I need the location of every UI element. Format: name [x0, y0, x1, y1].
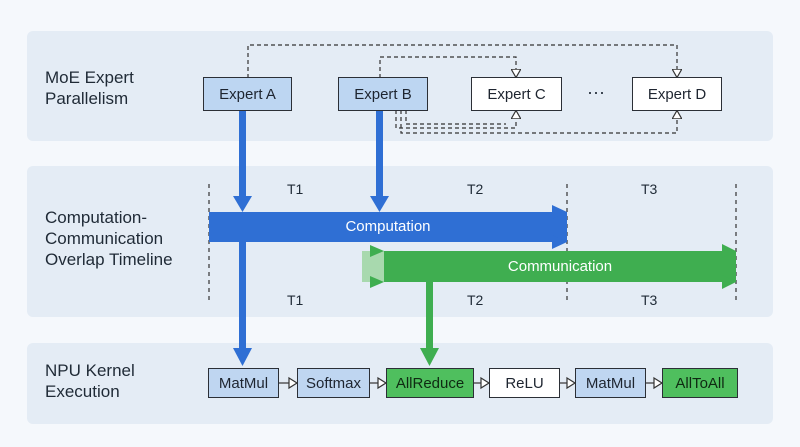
moe-section-title: MoE Expert Parallelism	[45, 68, 134, 108]
kernel-allreduce: AllReduce	[386, 368, 474, 398]
computation-label: Computation	[345, 218, 431, 235]
communication-bar	[362, 244, 736, 289]
top-label-t1: T1	[287, 181, 304, 197]
blue-down-arrows	[233, 110, 389, 366]
expert-a-box: Expert A	[203, 77, 292, 111]
expert-b-box: Expert B	[338, 77, 428, 111]
kernel-alltoall: AllToAll	[662, 368, 738, 398]
bottom-label-t1: T1	[287, 292, 304, 308]
kernel-matmul-1: MatMul	[208, 368, 279, 398]
kernel-connectors	[279, 376, 664, 390]
green-down-arrow	[420, 282, 439, 366]
kernel-matmul-2: MatMul	[575, 368, 646, 398]
expert-d-box: Expert D	[632, 77, 722, 111]
bottom-label-t2: T2	[467, 292, 484, 308]
experts-ellipsis: ···	[587, 82, 605, 102]
timeline-separators	[208, 184, 737, 303]
expert-c-box: Expert C	[471, 77, 562, 111]
kernel-relu: ReLU	[489, 368, 560, 398]
npu-section-title: NPU Kernel Execution	[45, 361, 135, 401]
kernel-softmax: Softmax	[297, 368, 370, 398]
computation-bar	[209, 205, 567, 249]
overlap-section-title: Computation- Communication Overlap Timel…	[45, 208, 173, 269]
communication-label: Communication	[507, 258, 613, 275]
bottom-label-t3: T3	[641, 292, 658, 308]
top-label-t2: T2	[467, 181, 484, 197]
dashed-routing-lines	[247, 44, 677, 134]
top-label-t3: T3	[641, 181, 658, 197]
